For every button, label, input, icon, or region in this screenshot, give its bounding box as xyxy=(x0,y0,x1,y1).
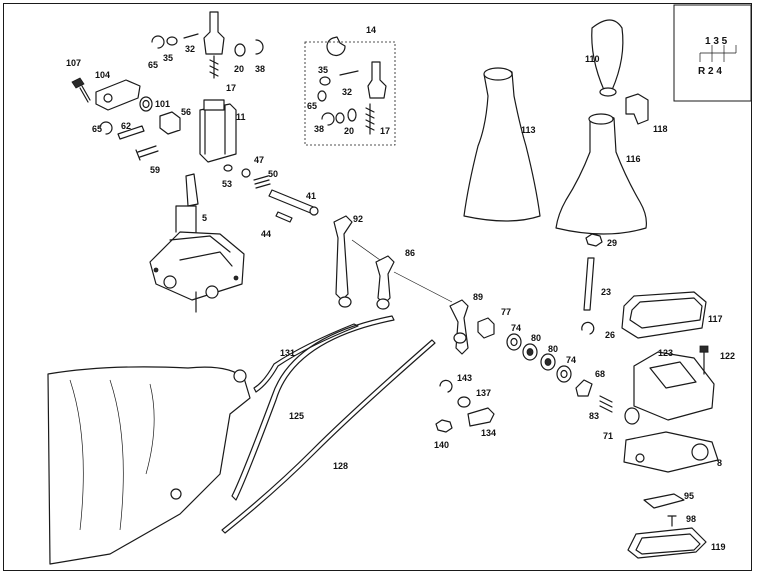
label-17: 17 xyxy=(380,126,390,136)
shift-housing-11 xyxy=(199,99,271,189)
shift-pattern-bottom-row: R 2 4 xyxy=(698,66,722,77)
label-44: 44 xyxy=(261,229,271,239)
label-92: 92 xyxy=(353,214,363,224)
shift-knob-110 xyxy=(591,19,649,125)
left-bracket-group xyxy=(71,77,181,161)
label-118: 118 xyxy=(653,124,668,134)
label-86: 86 xyxy=(405,248,415,258)
label-14: 14 xyxy=(366,25,376,35)
label-20: 20 xyxy=(234,64,244,74)
label-50: 50 xyxy=(268,169,278,179)
shift-boot-116 xyxy=(555,113,647,235)
label-47: 47 xyxy=(254,155,264,165)
label-20: 20 xyxy=(344,126,354,136)
label-123: 123 xyxy=(658,348,673,358)
rod-23-group xyxy=(581,233,603,335)
label-95: 95 xyxy=(684,491,694,501)
label-89: 89 xyxy=(473,292,483,302)
shaft-41-group xyxy=(268,189,319,223)
label-71: 71 xyxy=(603,431,613,441)
label-65: 65 xyxy=(148,60,158,70)
small-bushings-group xyxy=(435,379,495,433)
label-38: 38 xyxy=(314,124,324,134)
linkage-levers xyxy=(333,215,469,355)
label-74: 74 xyxy=(566,355,576,365)
label-59: 59 xyxy=(150,165,160,175)
label-98: 98 xyxy=(686,514,696,524)
label-128: 128 xyxy=(333,461,348,471)
label-140: 140 xyxy=(434,440,449,450)
label-32: 32 xyxy=(342,87,352,97)
label-35: 35 xyxy=(163,53,173,63)
shift-pattern-box: 1 3 5 R 2 4 xyxy=(673,4,752,102)
bushing-washers xyxy=(477,317,640,425)
shift-boot-117 xyxy=(621,291,707,339)
label-8: 8 xyxy=(717,458,722,468)
label-74: 74 xyxy=(511,323,521,333)
label-65: 65 xyxy=(307,101,317,111)
label-117: 117 xyxy=(708,314,723,324)
label-116: 116 xyxy=(626,154,641,164)
label-11: 11 xyxy=(236,112,246,122)
upper-lever-group xyxy=(151,11,264,79)
label-41: 41 xyxy=(306,191,316,201)
shift-pattern-top-row: 1 3 5 xyxy=(705,36,728,47)
label-23: 23 xyxy=(601,287,611,297)
label-77: 77 xyxy=(501,307,511,317)
label-110: 110 xyxy=(585,54,600,64)
label-125: 125 xyxy=(289,411,304,421)
inset-box-14 xyxy=(304,36,396,146)
label-143: 143 xyxy=(457,373,472,383)
label-65: 65 xyxy=(92,124,102,134)
label-80: 80 xyxy=(531,333,541,343)
label-122: 122 xyxy=(720,351,735,361)
label-119: 119 xyxy=(711,542,726,552)
transmission-case xyxy=(47,366,251,565)
label-38: 38 xyxy=(255,64,265,74)
label-32: 32 xyxy=(185,44,195,54)
label-68: 68 xyxy=(595,369,605,379)
shift-rods xyxy=(221,315,436,534)
label-137: 137 xyxy=(476,388,491,398)
label-53: 53 xyxy=(222,179,232,189)
gear-selector-5 xyxy=(149,173,245,313)
label-80: 80 xyxy=(548,344,558,354)
label-134: 134 xyxy=(481,428,496,438)
housing-123-group xyxy=(623,345,719,473)
shift-boot-113 xyxy=(463,67,541,222)
label-104: 104 xyxy=(95,70,110,80)
part-labels: 107 104 101 65 62 56 59 65 35 32 20 38 1… xyxy=(66,25,735,552)
lower-parts-group xyxy=(627,493,707,559)
label-35: 35 xyxy=(318,65,328,75)
label-131: 131 xyxy=(280,348,295,358)
label-17: 17 xyxy=(226,83,236,93)
label-107: 107 xyxy=(66,58,81,68)
label-101: 101 xyxy=(155,99,170,109)
label-5: 5 xyxy=(202,213,207,223)
label-113: 113 xyxy=(521,125,536,135)
label-83: 83 xyxy=(589,411,599,421)
label-29: 29 xyxy=(607,238,617,248)
diagram-frame xyxy=(3,3,752,571)
label-56: 56 xyxy=(181,107,191,117)
label-26: 26 xyxy=(605,330,615,340)
label-62: 62 xyxy=(121,121,131,131)
